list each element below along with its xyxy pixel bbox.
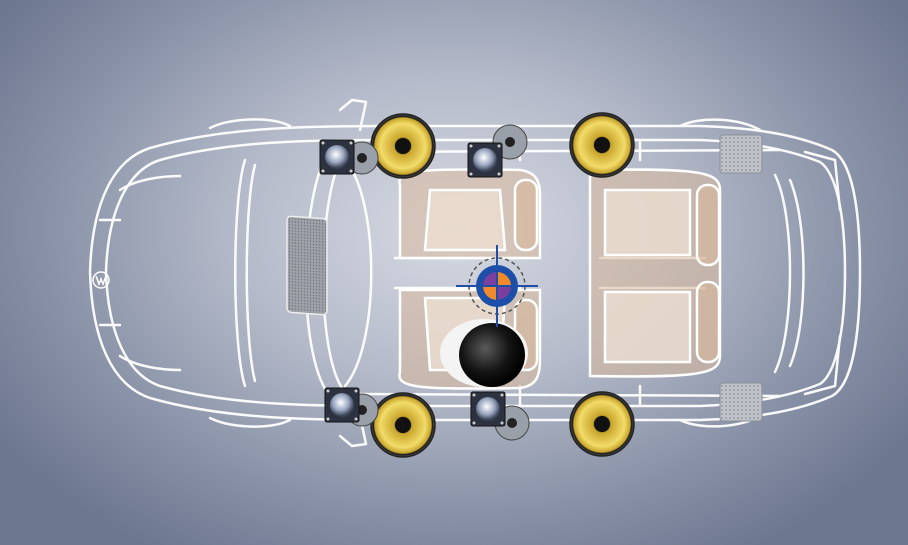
seat-front-left: [398, 168, 542, 260]
dash-speaker-grille: [286, 215, 328, 316]
front-left-tweeter[interactable]: [319, 139, 355, 175]
rear-right-woofer[interactable]: [569, 391, 635, 457]
rear-left-tweeter[interactable]: [467, 142, 503, 178]
listener-position-target[interactable]: [456, 245, 538, 327]
rear-right-deck-grille[interactable]: [719, 382, 763, 422]
rear-left-woofer[interactable]: [569, 112, 635, 178]
front-right-tweeter[interactable]: [324, 387, 360, 423]
rear-left-deck-grille[interactable]: [719, 134, 763, 174]
seat-rear-bench: [588, 168, 722, 378]
subwoofer-sphere[interactable]: [440, 319, 528, 387]
front-left-woofer[interactable]: [370, 113, 436, 179]
vw-emblem-icon: [92, 271, 110, 289]
front-right-woofer[interactable]: [370, 392, 436, 458]
car-body: [88, 98, 862, 448]
rear-right-tweeter[interactable]: [470, 391, 506, 427]
